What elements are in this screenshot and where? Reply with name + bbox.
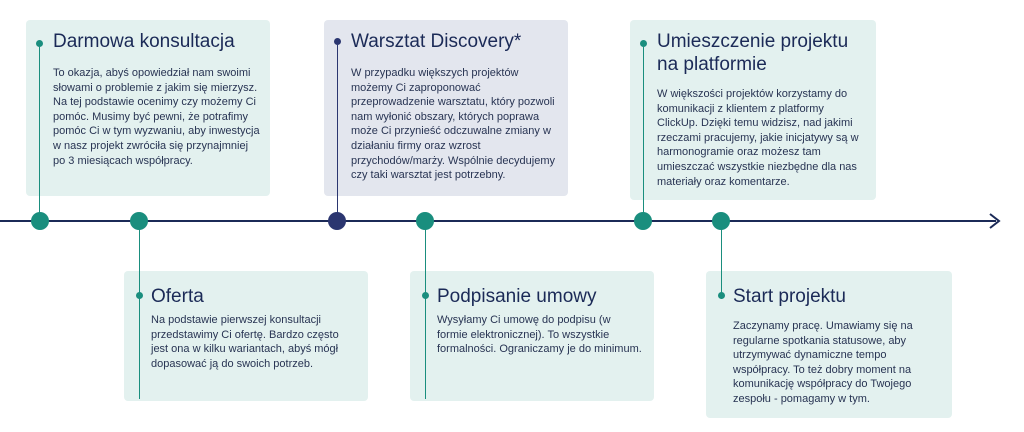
step-description: Na podstawie pierwszej konsultacji przed… — [151, 314, 339, 370]
step-card-umieszczenie-projektu: Umieszczenie projektu na platformie W wi… — [630, 20, 876, 200]
step-title: Darmowa konsultacja — [53, 31, 235, 52]
step-description: Zaczynamy pracę. Umawiamy się na regular… — [733, 320, 913, 405]
timeline-node — [31, 212, 49, 230]
timeline-node — [712, 212, 730, 230]
step-card-podpisanie-umowy: Podpisanie umowy Wysyłamy Ci umowę do po… — [410, 271, 654, 401]
step-description: W przypadku większych projektów możemy C… — [351, 67, 555, 182]
title-bullet — [422, 292, 429, 299]
connector-line — [425, 221, 426, 399]
connector-line — [643, 47, 644, 220]
step-title: Oferta — [151, 286, 204, 307]
timeline-node — [130, 212, 148, 230]
step-description: Wysyłamy Ci umowę do podpisu (w formie e… — [437, 314, 642, 356]
title-bullet — [640, 40, 647, 47]
title-bullet — [718, 292, 725, 299]
step-description: W większości projektów korzystamy do kom… — [657, 88, 859, 188]
arrow-right-icon — [989, 213, 1001, 229]
step-card-oferta: Oferta Na podstawie pierwszej konsultacj… — [124, 271, 368, 401]
connector-line — [139, 221, 140, 399]
step-title: Podpisanie umowy — [437, 286, 597, 307]
timeline-node — [328, 212, 346, 230]
step-title: Start projektu — [733, 286, 846, 307]
title-bullet — [136, 292, 143, 299]
step-card-darmowa-konsultacja: Darmowa konsultacja To okazja, abyś opow… — [26, 20, 270, 196]
connector-line — [337, 45, 338, 220]
step-card-start-projektu: Start projektu Zaczynamy pracę. Umawiamy… — [706, 271, 952, 418]
timeline-node — [416, 212, 434, 230]
connector-line — [721, 221, 722, 299]
step-card-warsztat-discovery: Warsztat Discovery* W przypadku większyc… — [324, 20, 568, 196]
timeline-node — [634, 212, 652, 230]
title-bullet — [334, 38, 341, 45]
connector-line — [39, 47, 40, 220]
step-description: To okazja, abyś opowiedział nam swoimi s… — [53, 67, 260, 167]
title-bullet — [36, 40, 43, 47]
timeline-axis — [0, 220, 996, 222]
step-title: Umieszczenie projektu na platformie — [657, 31, 849, 75]
step-title: Warsztat Discovery* — [351, 31, 522, 52]
